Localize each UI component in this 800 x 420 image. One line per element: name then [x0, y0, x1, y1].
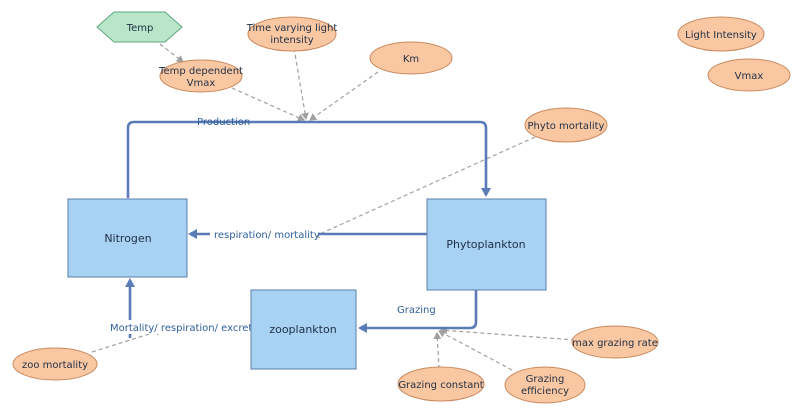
- grazing-efficiency-line1: Grazing: [526, 374, 565, 385]
- grazing-constant-label: Grazing constant: [398, 380, 483, 391]
- stock-phytoplankton[interactable]: Phytoplankton: [426, 198, 547, 291]
- temp-dependent-vmax-line1: Temp dependent: [158, 66, 243, 77]
- phytoplankton-label: Phytoplankton: [446, 238, 525, 251]
- connector-light-to-production: [293, 47, 309, 120]
- svg-text:efficiency: efficiency: [521, 386, 569, 397]
- light-intensity-label: Light Intensity: [685, 30, 757, 41]
- variable-max-grazing-rate[interactable]: max grazing rate: [571, 325, 659, 359]
- svg-text:Grazing: Grazing: [526, 374, 565, 385]
- connector-grazing-constant-to-grazing: [433, 332, 442, 370]
- zooplankton-label: zooplankton: [269, 323, 336, 336]
- connector-vmax-to-production: [231, 87, 305, 122]
- max-grazing-rate-label: max grazing rate: [572, 338, 658, 349]
- temp-label: Temp: [126, 23, 154, 34]
- svg-text:Temp dependent: Temp dependent: [158, 66, 243, 77]
- variable-grazing-efficiency[interactable]: Grazing efficiency: [504, 366, 586, 404]
- variable-phyto-mortality[interactable]: Phyto mortality: [524, 107, 608, 143]
- vmax-label: Vmax: [735, 71, 764, 82]
- svg-text:Vmax: Vmax: [187, 78, 216, 89]
- flow-production[interactable]: [126, 120, 491, 198]
- svg-text:intensity: intensity: [270, 35, 313, 46]
- zoo-loss-label: Mortality/ respiration/ excretion: [110, 323, 268, 334]
- zoo-loss-label-bg: [108, 320, 268, 334]
- production-label: Production: [197, 117, 250, 128]
- phyto-mortality-label: Phyto mortality: [528, 121, 605, 132]
- flow-grazing[interactable]: [358, 290, 478, 333]
- zoo-mortality-label: zoo mortality: [22, 360, 88, 371]
- variable-vmax[interactable]: Vmax: [707, 58, 791, 92]
- temp-dependent-vmax-line2: Vmax: [187, 78, 216, 89]
- variable-km[interactable]: Km: [369, 41, 453, 75]
- connector-km-to-production: [309, 71, 379, 121]
- connector-grazing-efficiency-to-grazing: [438, 330, 513, 371]
- svg-text:Time varying light: Time varying light: [246, 23, 338, 34]
- grazing-efficiency-line2: efficiency: [521, 386, 569, 397]
- respiration-mortality-label: respiration/ mortality: [214, 230, 320, 241]
- stock-zooplankton[interactable]: zooplankton: [250, 289, 357, 370]
- connector-zoo-mortality-to-loss: [91, 327, 163, 353]
- stock-nitrogen[interactable]: Nitrogen: [67, 198, 188, 278]
- grazing-label: Grazing: [397, 305, 436, 316]
- time-varying-light-line2: intensity: [270, 35, 313, 46]
- nitrogen-label: Nitrogen: [104, 232, 151, 245]
- time-varying-light-line1: Time varying light: [246, 23, 338, 34]
- variable-light-intensity[interactable]: Light Intensity: [677, 16, 765, 52]
- variable-temp[interactable]: Temp: [96, 11, 183, 43]
- variable-temp-dependent-vmax[interactable]: Temp dependent Vmax: [158, 59, 243, 93]
- respiration-label-bg: [210, 227, 318, 241]
- variable-zoo-mortality[interactable]: zoo mortality: [12, 347, 98, 381]
- km-label: Km: [403, 54, 419, 65]
- connector-max-grazing-rate-to-grazing: [440, 326, 576, 341]
- variable-time-varying-light[interactable]: Time varying light intensity: [246, 16, 338, 52]
- connector-temp-to-vmax: [159, 43, 184, 63]
- connector-phyto-mortality-to-respiration: [312, 136, 536, 239]
- variable-grazing-constant[interactable]: Grazing constant: [397, 366, 485, 402]
